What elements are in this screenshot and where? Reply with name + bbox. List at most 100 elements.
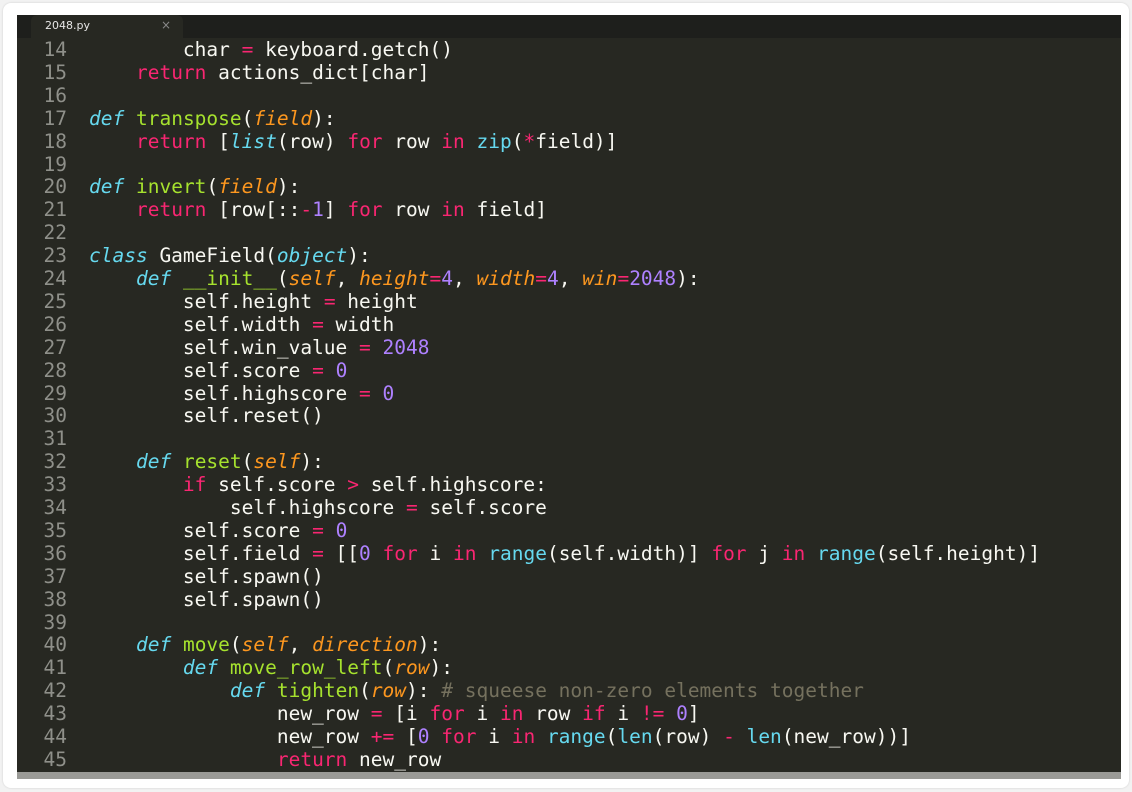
code-token: ] — [687, 702, 700, 726]
code-token: = — [370, 702, 383, 726]
line-number: 42 — [43, 679, 67, 703]
line-source: class GameField(object): — [89, 244, 371, 268]
code-token: ( — [359, 679, 371, 703]
code-token: ( — [241, 106, 254, 130]
line-number: 39 — [43, 610, 67, 634]
code-token — [89, 450, 136, 473]
line-number: 28 — [43, 358, 67, 382]
code-token — [535, 725, 547, 748]
code-token: row — [382, 129, 442, 153]
line-source: self.score = 0 — [89, 518, 347, 543]
code-token — [124, 175, 136, 198]
code-token: width — [323, 312, 395, 336]
line-source: def tighten(row): # squeese non-zero ele… — [89, 679, 864, 703]
code-token — [324, 519, 336, 542]
code-token: # squeese non-zero elements together — [441, 679, 864, 703]
line-number: 32 — [43, 450, 67, 474]
code-token — [664, 702, 676, 725]
code-token: self.score — [206, 473, 348, 497]
code-token: j — [746, 541, 782, 565]
code-token: = — [405, 496, 418, 519]
code-editor[interactable]: 2048.py × 14 char = keyboard.getch()15 r… — [17, 15, 1121, 779]
code-token: def — [135, 633, 172, 657]
code-token — [371, 336, 383, 359]
line-number: 26 — [43, 312, 67, 336]
code-token: 0 — [335, 358, 348, 382]
code-token: 0 — [676, 702, 688, 726]
code-area[interactable]: 14 char = keyboard.getch()15 return acti… — [17, 39, 1121, 772]
line-number: 34 — [43, 496, 67, 519]
line-number: 15 — [43, 60, 67, 84]
line-number: 36 — [43, 541, 67, 565]
code-token: invert — [135, 175, 207, 199]
code-token: self — [241, 633, 289, 657]
line-number: 33 — [43, 473, 67, 497]
code-token: direction — [312, 633, 418, 657]
code-token: zip — [476, 129, 512, 153]
code-token — [371, 542, 383, 565]
code-token: return — [135, 198, 207, 222]
code-token — [89, 61, 136, 84]
line-number: 29 — [43, 381, 67, 405]
code-token: keyboard.getch() — [253, 39, 453, 61]
code-token — [735, 725, 747, 748]
code-token: for — [347, 198, 383, 222]
code-token — [324, 359, 336, 382]
code-token: = — [312, 541, 324, 565]
code-token: in — [453, 541, 477, 565]
line-number: 45 — [43, 747, 67, 771]
line-source: new_row = [i for i in row if i != 0] — [89, 702, 700, 726]
code-token — [89, 130, 136, 153]
code-token: self.win_value — [89, 335, 360, 359]
code-token: [ — [206, 129, 230, 153]
line-source: return new_row — [89, 748, 441, 772]
code-token: = — [359, 335, 371, 359]
code-token: > — [347, 473, 360, 497]
horizontal-scrollbar[interactable] — [17, 772, 1121, 779]
code-token: GameField( — [147, 244, 277, 268]
code-token: i — [417, 541, 454, 565]
code-token: ): — [312, 106, 336, 130]
code-token: height — [359, 267, 430, 290]
line-number: 20 — [43, 175, 67, 199]
code-token: , — [288, 633, 313, 657]
line-source: self.spawn() — [89, 565, 324, 589]
line-source: return [list(row) for row in zip(*field)… — [89, 129, 617, 154]
code-token: move_row_left — [229, 656, 383, 680]
line-number: 43 — [43, 702, 67, 726]
code-token: range — [488, 541, 547, 565]
code-token: = — [312, 518, 324, 542]
code-token: [row[:: — [206, 198, 301, 222]
code-token: = — [323, 289, 336, 313]
code-token: new_row — [89, 702, 371, 726]
code-token — [477, 542, 489, 565]
code-token: field] — [464, 198, 547, 222]
code-token: self.score — [417, 496, 547, 519]
code-token: char — [89, 39, 242, 61]
code-token — [89, 679, 230, 702]
code-token: for — [429, 702, 465, 726]
code-token — [371, 382, 383, 405]
line-source: def transpose(field): — [89, 106, 336, 131]
code-token: = — [617, 267, 630, 290]
code-token — [265, 679, 277, 702]
line-number: 17 — [43, 106, 67, 130]
code-token: self.height — [89, 289, 324, 313]
code-token: for — [711, 541, 747, 565]
code-token: += — [370, 725, 395, 748]
code-token — [124, 107, 136, 130]
code-token — [89, 267, 136, 290]
code-token: ): — [429, 656, 453, 680]
code-token: field — [253, 106, 313, 130]
code-token: def — [229, 679, 266, 703]
code-token: ] — [323, 198, 348, 222]
tab-2048-py[interactable]: 2048.py × — [31, 15, 183, 38]
close-icon[interactable]: × — [161, 18, 172, 32]
code-token: for — [441, 725, 477, 748]
code-token: self.reset() — [89, 404, 324, 428]
code-token: = — [312, 312, 324, 336]
code-token: len — [617, 725, 653, 748]
code-token: row — [523, 702, 583, 726]
code-token: 2048 — [382, 335, 430, 359]
code-token: actions_dict[char] — [206, 60, 430, 84]
